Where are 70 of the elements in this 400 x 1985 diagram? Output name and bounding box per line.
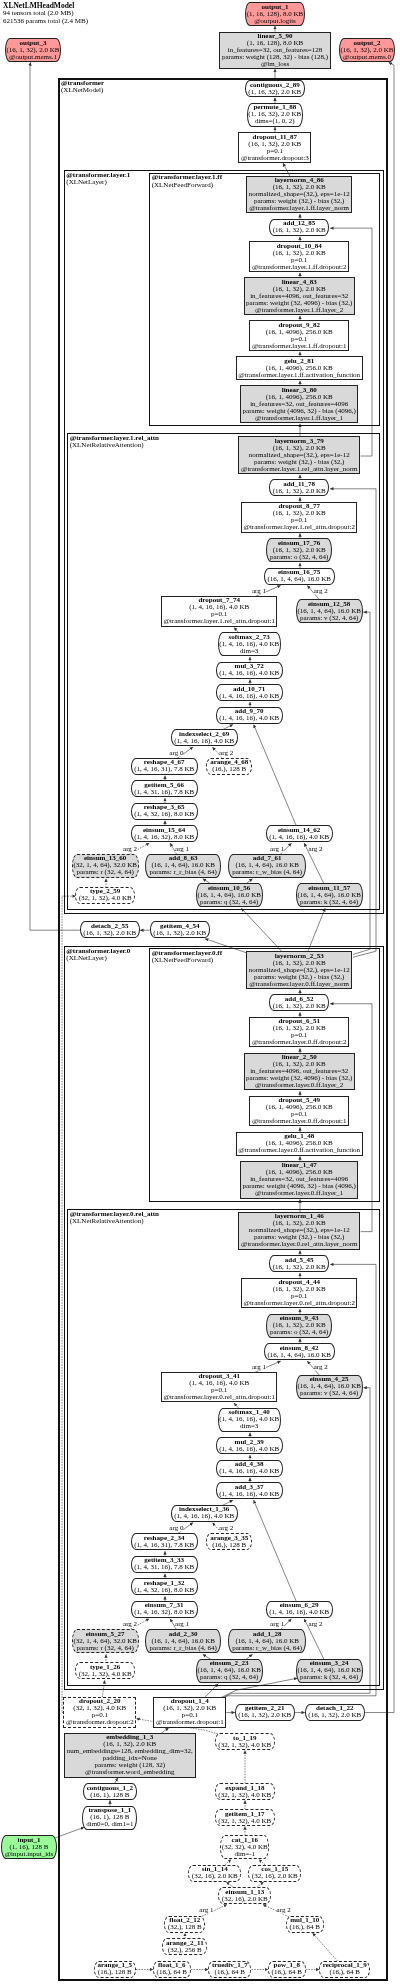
arrow bbox=[298, 533, 302, 540]
arrow bbox=[298, 1091, 302, 1098]
arrow bbox=[233, 1402, 240, 1409]
layer-box bbox=[240, 1277, 358, 1309]
arrow bbox=[298, 1047, 302, 1055]
module-frame bbox=[67, 433, 381, 911]
dashed-arrow bbox=[183, 1932, 187, 1939]
layer-box bbox=[240, 385, 359, 423]
arrow bbox=[298, 1156, 302, 1163]
arrow bbox=[298, 1127, 302, 1134]
arrow bbox=[298, 989, 302, 996]
layer-box bbox=[240, 1161, 359, 1199]
arrow bbox=[163, 1595, 167, 1602]
layer-box bbox=[246, 175, 353, 214]
arrow bbox=[163, 797, 167, 804]
arrow bbox=[298, 1338, 302, 1345]
arrow bbox=[114, 1777, 119, 1784]
layer-box bbox=[240, 502, 358, 533]
layer-box bbox=[160, 1371, 278, 1403]
arrow bbox=[298, 1308, 302, 1315]
arrow bbox=[298, 351, 302, 358]
layer-box bbox=[238, 436, 360, 474]
layer-box bbox=[238, 132, 312, 163]
layer-box bbox=[219, 31, 331, 69]
layer-box bbox=[243, 277, 355, 315]
layer-box bbox=[235, 1132, 363, 1156]
arrow bbox=[248, 1454, 252, 1461]
arrow bbox=[298, 272, 302, 279]
layer-box bbox=[249, 241, 349, 272]
arrow bbox=[298, 562, 302, 569]
arrow bbox=[248, 1432, 252, 1439]
arrow bbox=[298, 315, 302, 322]
module-frame bbox=[149, 948, 381, 1202]
arrow bbox=[233, 627, 240, 634]
arrow bbox=[248, 656, 252, 663]
module-frame bbox=[67, 1209, 381, 1686]
module-frame bbox=[57, 77, 388, 1981]
arrow bbox=[248, 1477, 252, 1484]
arrow bbox=[108, 1800, 112, 1807]
arrow bbox=[248, 679, 252, 686]
layer-box bbox=[243, 1052, 355, 1091]
arrow bbox=[298, 213, 302, 220]
arrow bbox=[163, 1573, 167, 1580]
arrow bbox=[163, 775, 167, 782]
arrow bbox=[273, 126, 277, 133]
layer-box bbox=[249, 1096, 349, 1127]
layer-box bbox=[249, 320, 349, 351]
layer-box bbox=[153, 1697, 227, 1728]
arrow bbox=[298, 1272, 302, 1279]
arrow bbox=[273, 25, 277, 32]
arrow bbox=[163, 1550, 167, 1557]
layer-box bbox=[238, 1212, 360, 1250]
module-frame bbox=[149, 172, 381, 426]
arrow bbox=[298, 1011, 302, 1019]
arrow bbox=[298, 474, 302, 481]
arrow bbox=[163, 820, 167, 827]
arrow bbox=[298, 497, 302, 504]
module-frame bbox=[63, 946, 384, 1690]
layer-box bbox=[235, 356, 363, 380]
layer-box bbox=[246, 951, 353, 989]
arrow bbox=[298, 380, 302, 387]
layer-box bbox=[63, 1733, 196, 1778]
layer-box bbox=[160, 596, 278, 627]
arrow bbox=[248, 701, 252, 708]
arrow bbox=[298, 1250, 302, 1257]
layer-box bbox=[249, 1016, 349, 1048]
layer-box bbox=[63, 1697, 137, 1728]
module-frame bbox=[63, 170, 384, 914]
arrow bbox=[298, 236, 302, 243]
arrow bbox=[273, 97, 277, 104]
